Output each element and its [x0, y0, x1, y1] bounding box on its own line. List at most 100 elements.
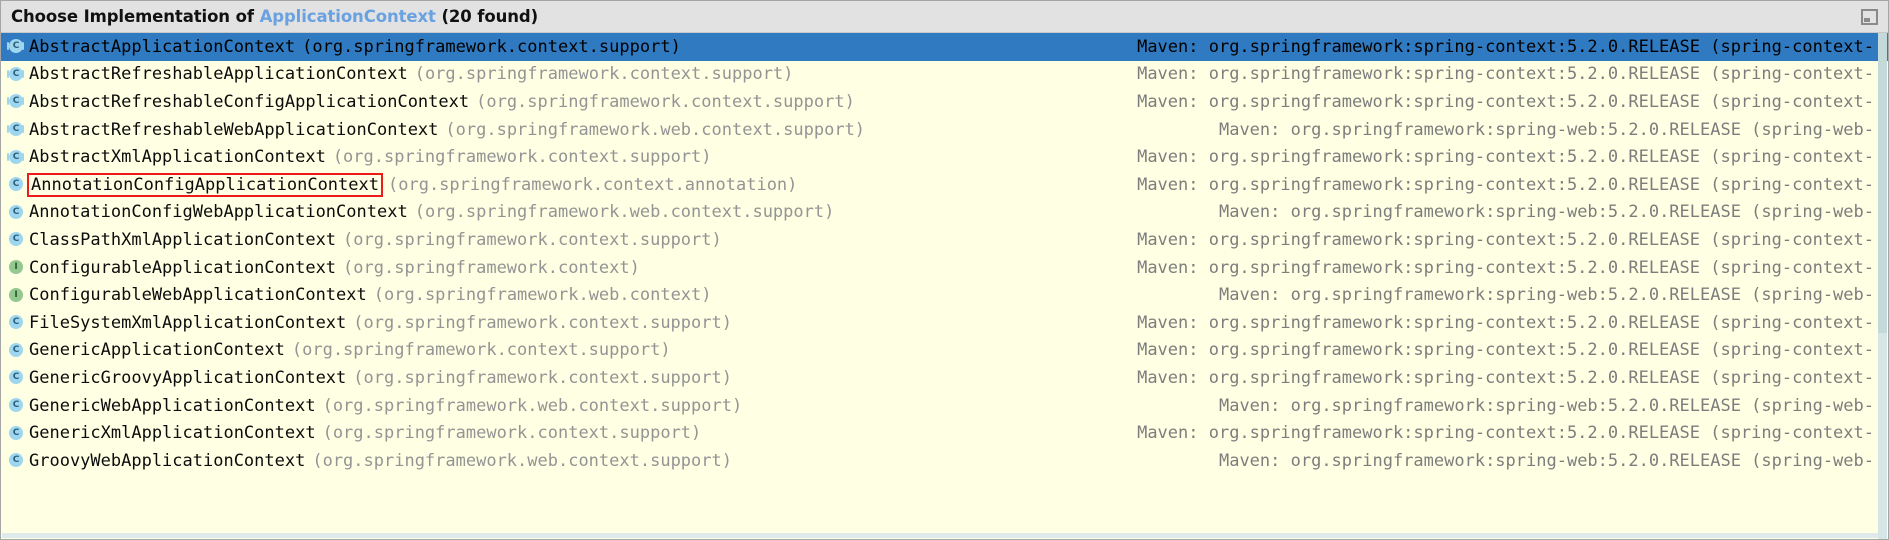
- list-item[interactable]: C AbstractXmlApplicationContext (org.sprin…: [1, 143, 1888, 171]
- library-location: Maven: org.springframework:spring-contex…: [1137, 340, 1874, 361]
- package-name: (org.springframework.context.support): [302, 36, 681, 57]
- abstract-class-icon: C: [7, 66, 24, 83]
- library-location: Maven: org.springframework:spring-contex…: [1137, 312, 1874, 333]
- list-item-name-block: AbstractXmlApplicationContext (org.spring…: [29, 147, 712, 167]
- library-location: Maven: org.springframework:spring-contex…: [1137, 367, 1874, 388]
- library-location: Maven: org.springframework:spring-contex…: [1137, 257, 1874, 278]
- class-name: FileSystemXmlApplicationContext: [29, 312, 347, 333]
- title-result-count: (20 found): [435, 7, 539, 26]
- class-name: AbstractRefreshableApplicationContext: [29, 64, 408, 85]
- interface-icon: I: [7, 259, 24, 276]
- abstract-class-icon: C: [7, 93, 24, 110]
- class-icon: C: [7, 369, 24, 386]
- package-name: (org.springframework.web.context.support…: [414, 202, 835, 223]
- class-name: ConfigurableApplicationContext: [29, 257, 337, 278]
- package-name: (org.springframework.context.support): [353, 367, 732, 388]
- list-item[interactable]: C AbstractRefreshableConfigApplicationCon…: [1, 88, 1888, 116]
- popup-header: Choose Implementation of ApplicationCont…: [1, 1, 1888, 33]
- list-item[interactable]: C AbstractRefreshableApplicationContext (o…: [1, 61, 1888, 89]
- package-name: (org.springframework.context.support): [332, 147, 712, 168]
- library-location: Maven: org.springframework:spring-web:5.…: [1218, 450, 1874, 471]
- vertical-scrollbar-thumb[interactable]: [1878, 33, 1887, 333]
- library-location: Maven: org.springframework:spring-contex…: [1137, 174, 1874, 195]
- class-icon: C: [7, 452, 24, 469]
- list-item[interactable]: C GenericXmlApplicationContext (org.spring…: [1, 419, 1888, 447]
- list-item-name-block: AbstractApplicationContext (org.springfra…: [29, 37, 681, 57]
- list-item-name-block: GroovyWebApplicationContext(org.springfr…: [29, 451, 732, 471]
- list-item-name-block: ConfigurableApplicationContext (org.sprin…: [29, 258, 640, 278]
- package-name: (org.springframework.context.annotation): [388, 174, 798, 195]
- class-icon: C: [7, 176, 24, 193]
- package-name: (org.springframework.context.support): [353, 312, 732, 333]
- interface-icon: I: [7, 287, 24, 304]
- class-icon: C: [7, 314, 24, 331]
- library-location: Maven: org.springframework:spring-web:5.…: [1218, 395, 1874, 416]
- class-name: ConfigurableWebApplicationContext: [29, 285, 367, 306]
- library-location: Maven: org.springframework:spring-web:5.…: [1218, 202, 1874, 223]
- list-item-name-block: AbstractRefreshableApplicationContext (or…: [29, 64, 793, 84]
- list-item[interactable]: C GenericApplicationContext (org.springfra…: [1, 337, 1888, 365]
- list-item[interactable]: C AbstractApplicationContext (org.springfr…: [1, 33, 1888, 61]
- list-item-name-block: FileSystemXmlApplicationContext (org.spri…: [29, 313, 732, 333]
- list-item[interactable]: C AbstractRefreshableWebApplicationContex…: [1, 116, 1888, 144]
- list-item[interactable]: I ConfigurableWebApplicationContext (org.s…: [1, 281, 1888, 309]
- class-name: AnnotationConfigWebApplicationContext: [29, 202, 408, 223]
- library-location: Maven: org.springframework:spring-contex…: [1137, 423, 1874, 444]
- package-name: (org.springframework.context.support): [476, 91, 855, 112]
- list-item[interactable]: C GenericWebApplicationContext (org.spring…: [1, 392, 1888, 420]
- package-name: (org.springframework.context.support): [322, 423, 702, 444]
- class-icon: C: [7, 342, 24, 359]
- package-name: (org.springframework.context.support): [414, 64, 794, 85]
- list-item[interactable]: C FileSystemXmlApplicationContext (org.spr…: [1, 309, 1888, 337]
- class-name: AbstractXmlApplicationContext: [29, 147, 326, 168]
- library-location: Maven: org.springframework:spring-contex…: [1137, 36, 1874, 57]
- package-name: (org.springframework.context.support): [291, 340, 671, 361]
- class-icon: C: [7, 231, 24, 248]
- list-item[interactable]: C GenericGroovyApplicationContext (org.spr…: [1, 364, 1888, 392]
- abstract-class-icon: C: [7, 121, 24, 138]
- list-item[interactable]: C ClassPathXmlApplicationContext (org.spri…: [1, 226, 1888, 254]
- list-item-name-block: AbstractRefreshableWebApplicationContext…: [29, 120, 865, 140]
- class-name: GenericApplicationContext: [29, 340, 285, 361]
- implementation-list[interactable]: C AbstractApplicationContext (org.springfr…: [1, 33, 1888, 539]
- page-title: Choose Implementation of ApplicationCont…: [11, 7, 538, 26]
- highlighted-class-name: AnnotationConfigApplicationContext: [27, 172, 383, 197]
- library-location: Maven: org.springframework:spring-contex…: [1137, 64, 1874, 85]
- list-bottom-edge: [2, 533, 1878, 538]
- list-item[interactable]: C GroovyWebApplicationContext(org.springf…: [1, 447, 1888, 475]
- package-name: (org.springframework.web.context): [373, 285, 712, 306]
- list-item-name-block: AbstractRefreshableConfigApplicationCont…: [29, 92, 855, 112]
- list-item-name-block: GenericGroovyApplicationContext (org.spri…: [29, 368, 732, 388]
- abstract-class-icon: C: [7, 149, 24, 166]
- library-location: Maven: org.springframework:spring-contex…: [1137, 147, 1874, 168]
- list-item-name-block: GenericApplicationContext (org.springfram…: [29, 340, 671, 360]
- abstract-class-icon: C: [7, 38, 24, 55]
- restore-window-icon[interactable]: [1861, 9, 1878, 25]
- title-prefix: Choose Implementation of: [11, 7, 260, 26]
- title-type-name: ApplicationContext: [259, 7, 436, 26]
- list-item[interactable]: C AnnotationConfigWebApplicationContext (o…: [1, 199, 1888, 227]
- list-item-name-block: ConfigurableWebApplicationContext (org.sp…: [29, 285, 712, 305]
- class-name: GenericXmlApplicationContext: [29, 423, 316, 444]
- class-name: GroovyWebApplicationContext: [29, 450, 306, 471]
- class-name: GenericGroovyApplicationContext: [29, 367, 347, 388]
- class-name: AbstractRefreshableWebApplicationContext: [29, 119, 439, 140]
- class-icon: C: [7, 397, 24, 414]
- class-name: ClassPathXmlApplicationContext: [29, 229, 337, 250]
- package-name: (org.springframework.context.support): [343, 229, 722, 250]
- list-item[interactable]: I ConfigurableApplicationContext (org.spri…: [1, 254, 1888, 282]
- list-item-name-block: AnnotationConfigWebApplicationContext (or…: [29, 202, 834, 222]
- package-name: (org.springframework.web.context.support…: [445, 119, 866, 140]
- library-location: Maven: org.springframework:spring-web:5.…: [1218, 119, 1874, 140]
- library-location: Maven: org.springframework:spring-contex…: [1137, 91, 1874, 112]
- class-name: GenericWebApplicationContext: [29, 395, 316, 416]
- list-item-name-block: ClassPathXmlApplicationContext (org.sprin…: [29, 230, 722, 250]
- class-icon: C: [7, 425, 24, 442]
- package-name: (org.springframework.web.context.support…: [322, 395, 743, 416]
- class-icon: C: [7, 204, 24, 221]
- package-name: (org.springframework.context): [343, 257, 640, 278]
- class-name: AbstractApplicationContext: [29, 36, 296, 57]
- vertical-scrollbar[interactable]: [1878, 33, 1887, 539]
- list-item-name-block: GenericXmlApplicationContext (org.springf…: [29, 423, 701, 443]
